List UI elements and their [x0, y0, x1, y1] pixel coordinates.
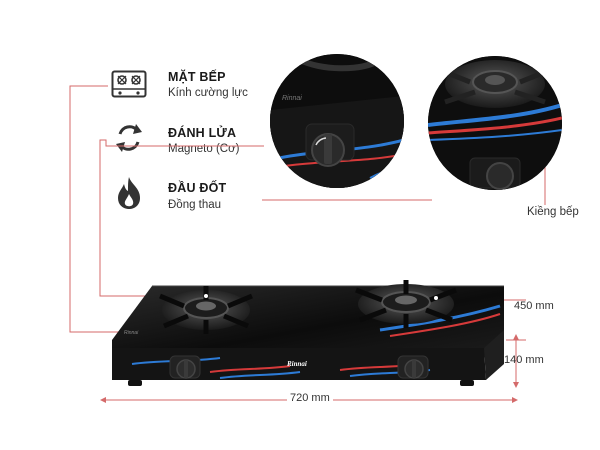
- feature-title-burner: ĐẦU ĐỐT: [168, 181, 227, 195]
- feature-subtitle-cooktop: Kính cường lực: [168, 87, 248, 99]
- depth-dimension: 450 mm: [514, 300, 554, 312]
- width-dimension: 720 mm: [287, 392, 333, 404]
- pan-support-label: Kiềng bếp: [527, 206, 579, 218]
- brand-logo: Rinnai: [287, 360, 307, 368]
- feature-title-ignition: ĐÁNH LỬA: [168, 126, 237, 140]
- ignition-cycle-icon: [114, 122, 144, 154]
- gas-stove: Rinnai: [112, 280, 504, 386]
- feature-subtitle-burner: Đồng thau: [168, 199, 222, 211]
- feature-title-cooktop: MẶT BẾP: [168, 70, 226, 84]
- height-dimension: 140 mm: [504, 354, 544, 366]
- svg-text:Rinnai: Rinnai: [282, 95, 302, 102]
- flame-icon: [116, 176, 142, 210]
- svg-text:Rinnai: Rinnai: [124, 330, 139, 336]
- stove-top-icon: [111, 70, 147, 98]
